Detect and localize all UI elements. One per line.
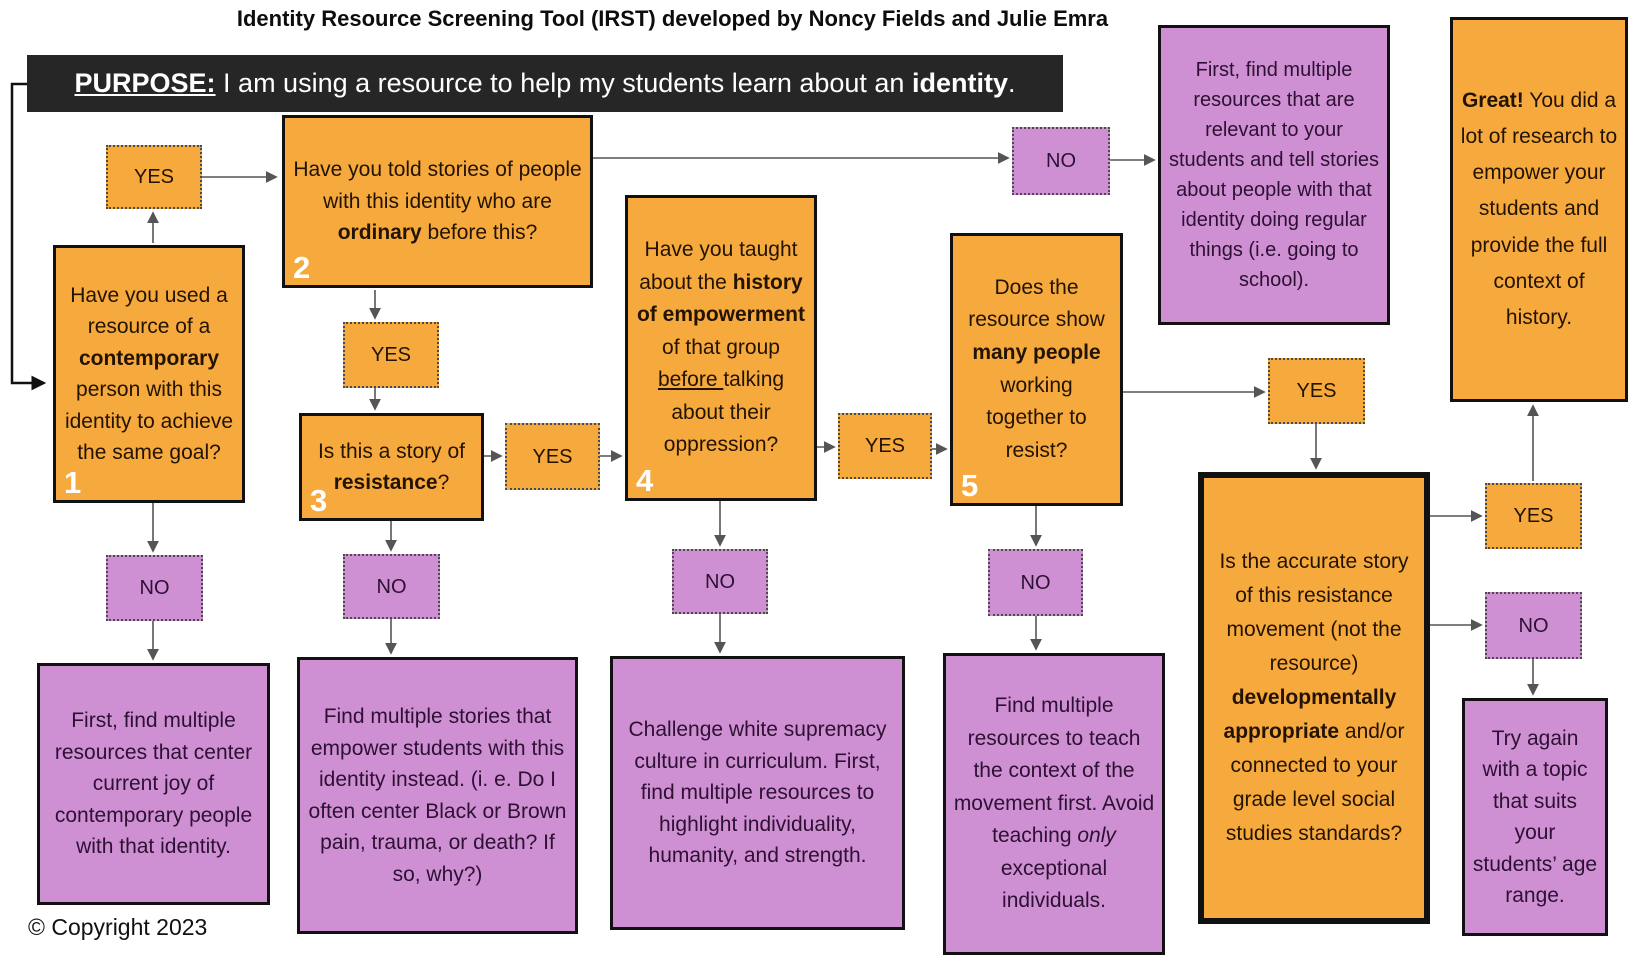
yes-label: YES	[1513, 505, 1554, 527]
outcome-movement-context-box: Find multiple resources to teach the con…	[943, 653, 1165, 955]
outcome-try-again-text: Try again with a topic that suits your s…	[1472, 726, 1598, 908]
outcome-great-box: Great! You did a lot of research to empo…	[1450, 17, 1628, 402]
question-1-box: Have you used a resource of a contempora…	[53, 245, 245, 503]
outcome-challenge-culture-box: Challenge white supremacy culture in cur…	[610, 656, 905, 930]
question-6-box: Is the accurate story of this resistance…	[1198, 472, 1430, 924]
outcome-challenge-culture-text: Challenge white supremacy culture in cur…	[628, 718, 887, 868]
no-tag-q4: NO	[672, 549, 768, 614]
question-3-box: Is this a story of resistance? 3	[299, 413, 484, 521]
question-1-text: Have you used a resource of a contempora…	[64, 283, 234, 465]
purpose-text: PURPOSE: I am using a resource to help m…	[74, 68, 1016, 98]
no-label: NO	[1020, 571, 1051, 594]
question-2-text: Have you told stories of people with thi…	[293, 158, 582, 245]
yes-tag-q6: YES	[1485, 483, 1582, 549]
question-3-number: 3	[310, 483, 328, 518]
outcome-regular-things-text: First, find multiple resources that are …	[1168, 59, 1380, 291]
yes-tag-q4: YES	[838, 413, 932, 479]
no-label: NO	[1518, 614, 1549, 637]
question-4-text: Have you taught about the history of emp…	[636, 238, 806, 457]
yes-tag-q3: YES	[505, 423, 600, 490]
no-label: NO	[376, 575, 407, 598]
copyright-notice: © Copyright 2023	[28, 914, 208, 940]
question-5-number: 5	[961, 468, 979, 503]
yes-label: YES	[133, 166, 175, 188]
outcome-try-again-box: Try again with a topic that suits your s…	[1462, 698, 1608, 936]
yes-label: YES	[864, 435, 906, 457]
no-label: NO	[1046, 150, 1076, 172]
no-tag-q2: NO	[1012, 127, 1110, 195]
no-tag-q6: NO	[1485, 592, 1582, 659]
question-5-box: Does the resource show many people worki…	[950, 233, 1123, 506]
question-2-number: 2	[293, 250, 311, 285]
yes-label: YES	[532, 445, 573, 468]
yes-label: YES	[370, 344, 412, 366]
outcome-current-joy-text: First, find multiple resources that cent…	[54, 709, 253, 859]
page-title: Identity Resource Screening Tool (IRST) …	[236, 6, 1109, 31]
outcome-great-text: Great! You did a lot of research to empo…	[1460, 89, 1618, 329]
outcome-movement-context-text: Find multiple resources to teach the con…	[953, 694, 1155, 913]
question-4-number: 4	[636, 463, 654, 498]
yes-tag-q1: YES	[106, 145, 202, 209]
question-3-text: Is this a story of resistance?	[317, 439, 466, 495]
outcome-empowering-stories-text: Find multiple stories that empower stude…	[308, 705, 567, 886]
question-5-text: Does the resource show many people worki…	[968, 275, 1105, 462]
yes-tag-q5: YES	[1268, 358, 1365, 424]
outcome-regular-things-box: First, find multiple resources that are …	[1158, 25, 1390, 325]
no-label: NO	[705, 570, 735, 593]
question-4-box: Have you taught about the history of emp…	[625, 195, 817, 501]
question-2-box: Have you told stories of people with thi…	[282, 115, 593, 288]
outcome-empowering-stories-box: Find multiple stories that empower stude…	[297, 657, 578, 934]
no-label: NO	[139, 577, 170, 599]
question-6-text: Is the accurate story of this resistance…	[1219, 549, 1409, 846]
purpose-banner: PURPOSE: I am using a resource to help m…	[27, 55, 1063, 112]
outcome-current-joy-box: First, find multiple resources that cent…	[37, 663, 270, 905]
connector-purpose-to-q1	[10, 82, 47, 391]
no-tag-q5: NO	[988, 549, 1083, 616]
no-tag-q3: NO	[343, 554, 440, 619]
yes-tag-q2: YES	[343, 322, 439, 388]
yes-label: YES	[1296, 380, 1337, 402]
question-1-number: 1	[64, 465, 82, 500]
no-tag-q1: NO	[106, 555, 203, 621]
